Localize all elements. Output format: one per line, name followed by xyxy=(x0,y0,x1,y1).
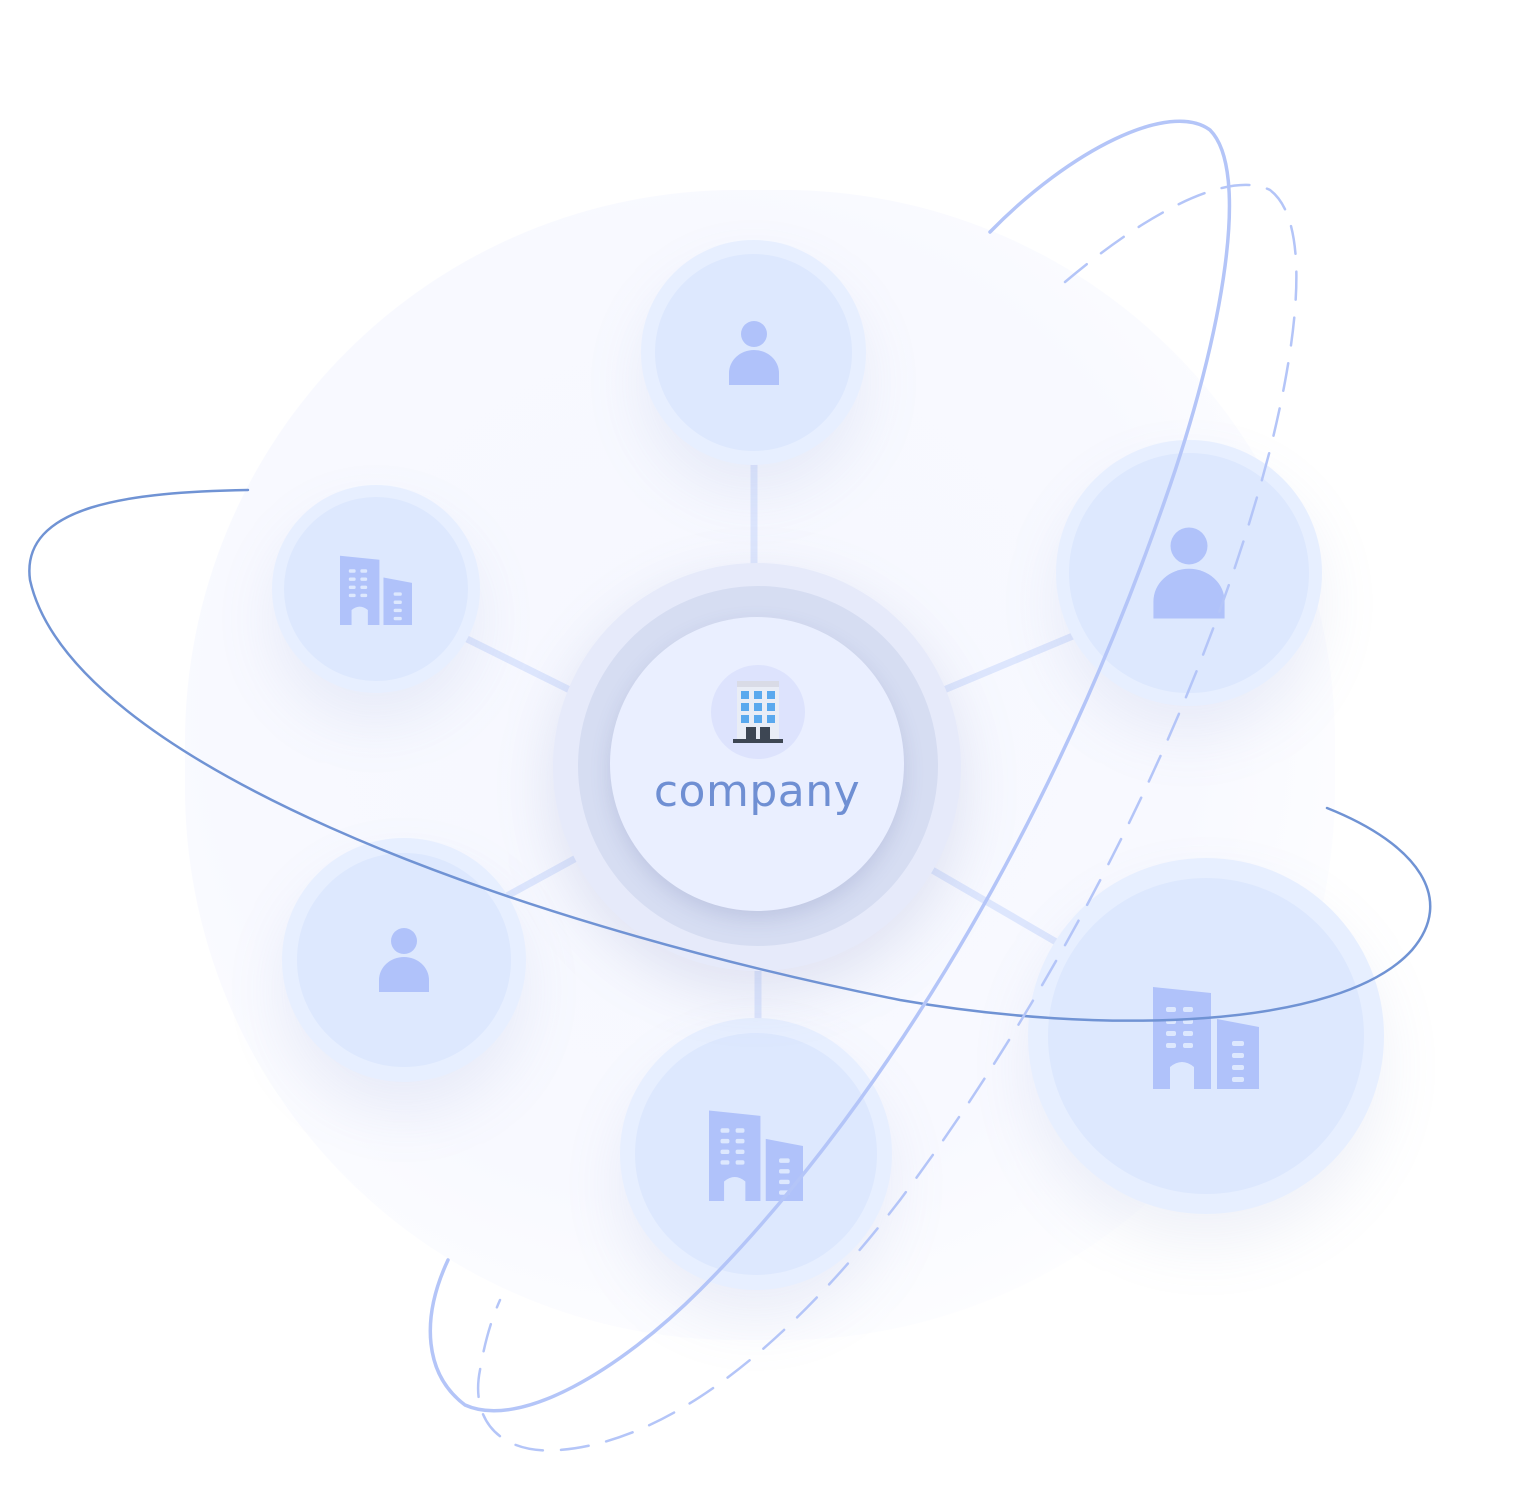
connector-lower-right xyxy=(911,856,1074,954)
buildings-icon xyxy=(709,1110,803,1201)
node-lower-right xyxy=(1028,858,1384,1214)
person-icon xyxy=(1153,527,1225,619)
hub-icon-badge xyxy=(711,665,805,759)
connector-right xyxy=(916,629,1084,704)
buildings-icon xyxy=(340,555,412,625)
orbit-dashed xyxy=(476,183,1298,1452)
node-left xyxy=(282,838,526,1082)
orbit-horizontal xyxy=(28,488,1432,1022)
node-top xyxy=(641,240,866,465)
orbit-diagonal xyxy=(428,119,1232,1413)
hub-label: company xyxy=(653,766,861,817)
person-icon xyxy=(379,928,429,992)
node-bottom xyxy=(620,1018,892,1290)
office-building-icon xyxy=(733,681,783,743)
node-right xyxy=(1056,440,1322,706)
buildings-icon xyxy=(1153,987,1259,1089)
person-icon xyxy=(728,320,779,385)
node-upper-left xyxy=(272,485,480,693)
